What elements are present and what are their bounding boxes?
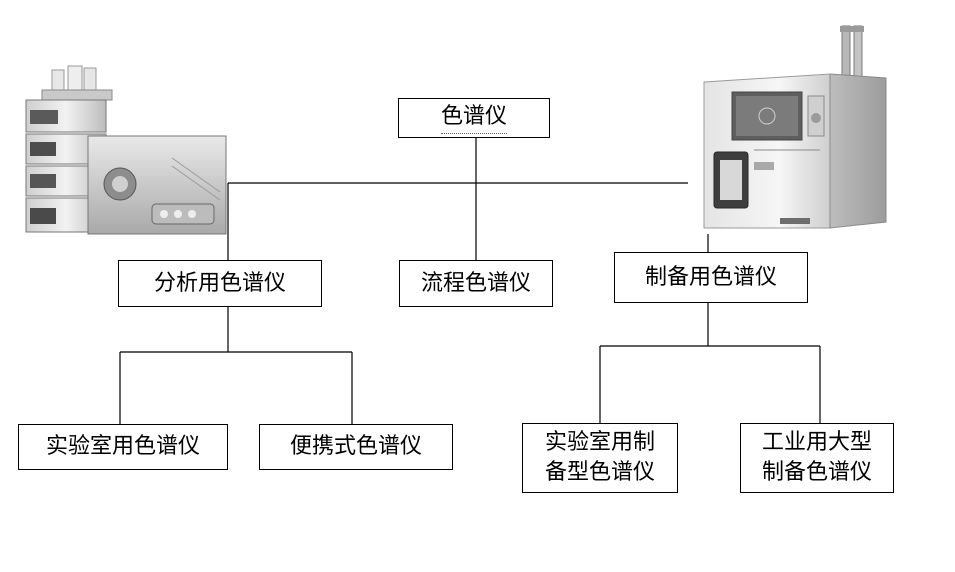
node-process: 流程色谱仪	[399, 260, 553, 307]
node-lab-prep-line2: 备型色谱仪	[544, 460, 655, 485]
node-industrial-prep-line2: 制备色谱仪	[761, 460, 872, 485]
prep-chromatograph-image	[703, 25, 887, 229]
node-root: 色谱仪	[398, 98, 550, 138]
hplc-instrument-image	[25, 65, 227, 235]
node-portable-label: 便携式色谱仪	[289, 434, 422, 459]
node-analysis-label: 分析用色谱仪	[153, 270, 286, 296]
node-lab-analysis: 实验室用色谱仪	[18, 424, 228, 470]
node-industrial-prep-line1: 工业用大型	[761, 430, 872, 455]
node-lab-prep: 实验室用制 备型色谱仪	[522, 423, 678, 493]
node-analysis: 分析用色谱仪	[118, 260, 322, 307]
node-lab-prep-line1: 实验室用制	[544, 430, 655, 455]
node-process-label: 流程色谱仪	[420, 270, 531, 296]
node-prep: 制备用色谱仪	[614, 252, 808, 303]
node-portable: 便携式色谱仪	[259, 424, 453, 470]
node-lab-analysis-label: 实验室用色谱仪	[45, 434, 200, 459]
node-prep-label: 制备用色谱仪	[644, 264, 777, 290]
node-industrial-prep: 工业用大型 制备色谱仪	[740, 423, 894, 493]
node-root-label: 色谱仪	[440, 102, 507, 134]
